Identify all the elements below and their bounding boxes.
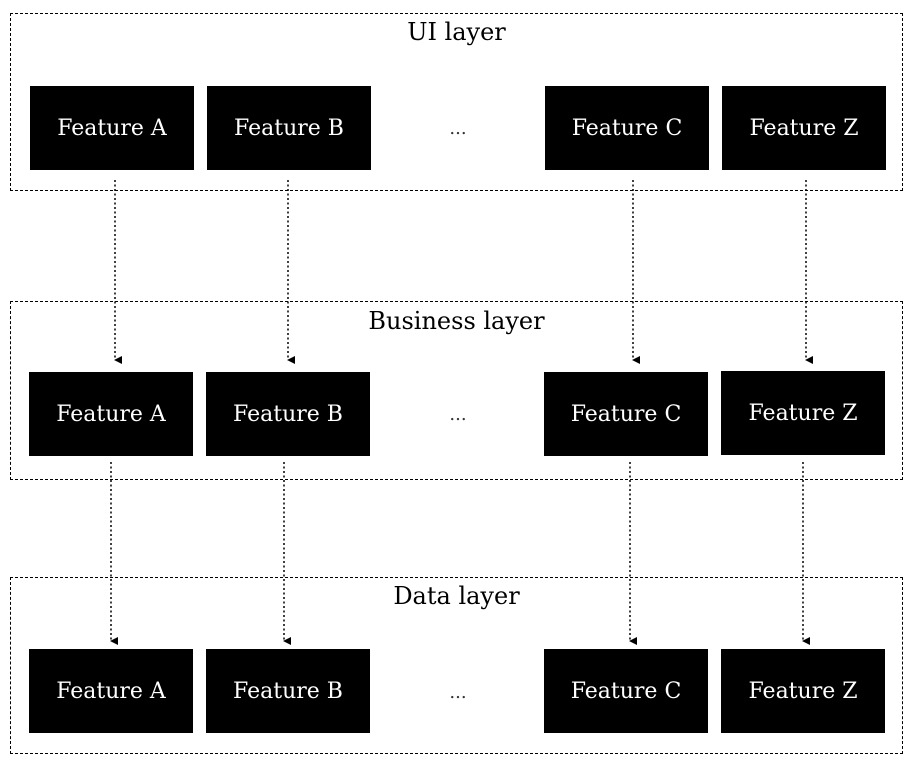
- ui-feature-z-box[interactable]: Feature Z: [722, 86, 886, 170]
- business-feature-c-box[interactable]: Feature C: [544, 372, 708, 456]
- ui-layer-container: UI layer: [10, 13, 903, 191]
- data-layer-title: Data layer: [393, 582, 520, 610]
- data-feature-b-box[interactable]: Feature B: [206, 649, 370, 733]
- ui-ellipsis: ...: [449, 118, 467, 139]
- ui-feature-c-box[interactable]: Feature C: [545, 86, 709, 170]
- data-feature-c-box[interactable]: Feature C: [544, 649, 708, 733]
- data-ellipsis: ...: [449, 682, 467, 703]
- data-layer-container: Data layer: [10, 577, 903, 754]
- business-feature-z-box[interactable]: Feature Z: [721, 371, 885, 455]
- data-feature-a-box[interactable]: Feature A: [29, 649, 193, 733]
- business-ellipsis: ...: [449, 404, 467, 425]
- ui-feature-a-box[interactable]: Feature A: [30, 86, 194, 170]
- ui-feature-b-box[interactable]: Feature B: [207, 86, 371, 170]
- business-layer-title: Business layer: [368, 307, 545, 335]
- data-feature-z-box[interactable]: Feature Z: [721, 649, 885, 733]
- business-layer-container: Business layer: [10, 301, 903, 480]
- business-feature-a-box[interactable]: Feature A: [29, 372, 193, 456]
- ui-layer-title: UI layer: [407, 18, 506, 46]
- business-feature-b-box[interactable]: Feature B: [206, 372, 370, 456]
